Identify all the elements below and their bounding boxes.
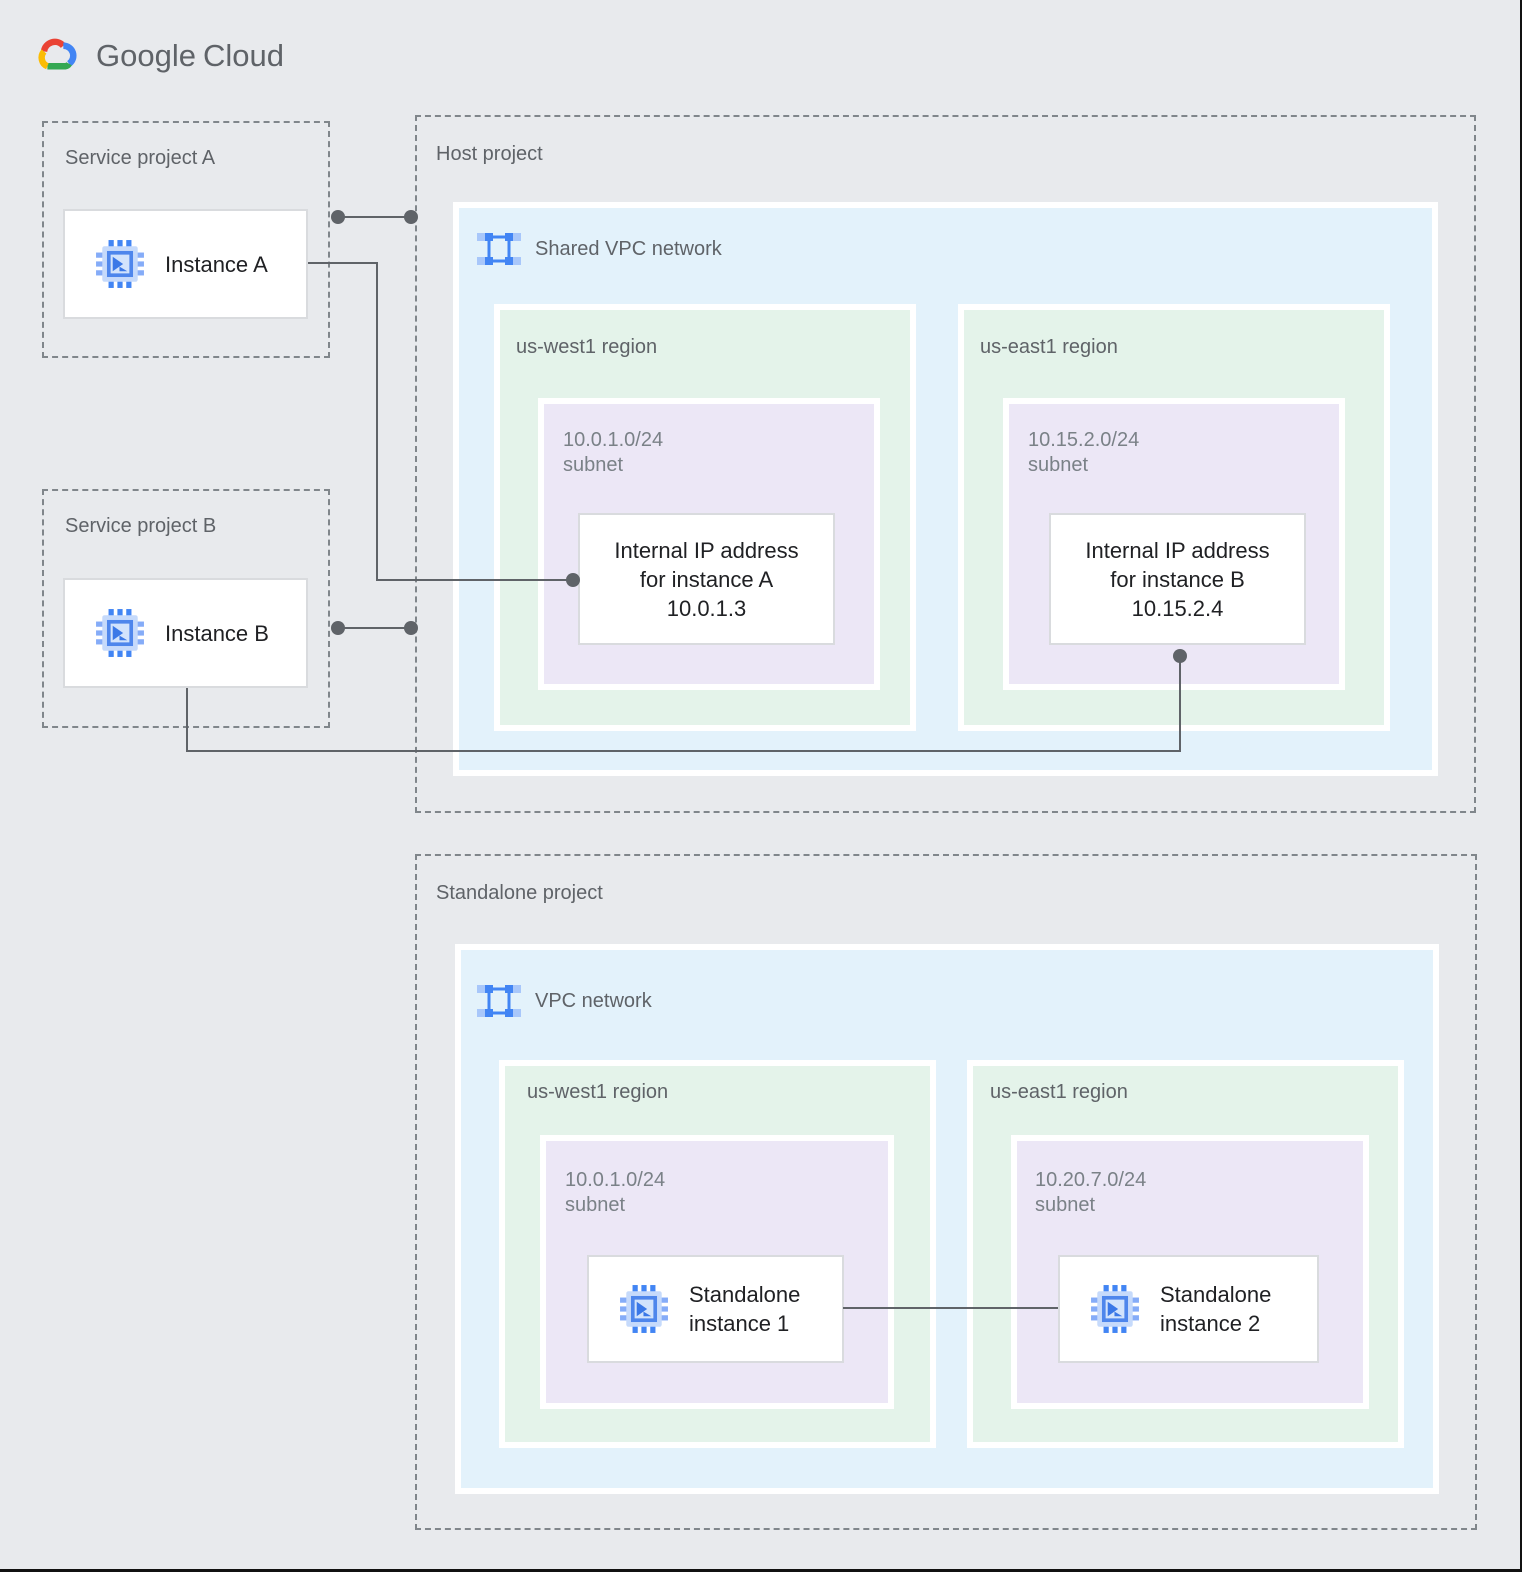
shared-vpc-network-label: Shared VPC network xyxy=(535,237,722,260)
ip-b-line2: for instance B xyxy=(1110,566,1245,592)
connector-instance-b-seg2 xyxy=(186,750,1181,752)
instance-b-card: Instance B xyxy=(63,578,308,688)
compute-instance-icon xyxy=(619,1284,669,1334)
compute-instance-icon xyxy=(1090,1284,1140,1334)
host-subnet-west-word: subnet xyxy=(563,454,624,476)
ip-a-line3: 10.0.1.3 xyxy=(666,595,747,621)
connector-dot xyxy=(331,210,345,224)
host-subnet-east-label: 10.15.2.0/24 subnet xyxy=(1028,428,1139,478)
standalone-instance-1-label: Standalone instance 1 xyxy=(689,1280,800,1338)
service-project-b-title: Service project B xyxy=(65,515,217,537)
connector-instance-a-seg2 xyxy=(376,262,378,581)
connector-dot xyxy=(331,621,345,635)
connector-instance-b-seg1 xyxy=(186,688,188,752)
standalone-instance-2-line2: instance 2 xyxy=(1160,1311,1261,1336)
host-subnet-east-word: subnet xyxy=(1028,454,1089,476)
host-subnet-east-cidr: 10.15.2.0/24 xyxy=(1028,429,1140,451)
connector-dot xyxy=(1173,649,1187,663)
compute-instance-icon xyxy=(95,608,145,658)
host-project-box xyxy=(415,115,1476,813)
standalone-subnet-east-cidr: 10.20.7.0/24 xyxy=(1035,1169,1147,1191)
standalone-instance-2-label: Standalone instance 2 xyxy=(1160,1280,1271,1338)
standalone-instance-1-card: Standalone instance 1 xyxy=(587,1255,844,1363)
connector-service-b-host xyxy=(332,627,412,629)
standalone-us-east1-region-label: us-east1 region xyxy=(990,1081,1128,1103)
host-subnet-west-cidr: 10.0.1.0/24 xyxy=(563,429,664,451)
vpc-network-icon xyxy=(477,980,521,1022)
connector-service-a-host xyxy=(332,216,412,218)
connector-dot xyxy=(404,621,418,635)
connector-instance-b-seg3 xyxy=(1179,656,1181,752)
connector-dot xyxy=(566,573,580,587)
instance-b-label: Instance B xyxy=(165,620,269,646)
service-project-a-title: Service project A xyxy=(65,147,216,169)
ip-b-line1: Internal IP address xyxy=(1085,537,1270,563)
standalone-subnet-west-cidr: 10.0.1.0/24 xyxy=(565,1169,666,1191)
internal-ip-instance-b-card: Internal IP address for instance B 10.15… xyxy=(1049,513,1306,645)
standalone-instance-2-line1: Standalone xyxy=(1160,1282,1272,1307)
instance-a-card: Instance A xyxy=(63,209,308,319)
internal-ip-instance-a-card: Internal IP address for instance A 10.0.… xyxy=(578,513,835,645)
logo-text-cloud: Cloud xyxy=(202,38,284,73)
connector-dot xyxy=(404,210,418,224)
standalone-instance-1-line2: instance 1 xyxy=(689,1311,790,1336)
connector-instance-a-seg1 xyxy=(308,262,378,264)
ip-a-line1: Internal IP address xyxy=(614,537,799,563)
standalone-project-box xyxy=(415,854,1477,1530)
vpc-network-header: VPC network xyxy=(477,980,652,1022)
shared-vpc-network-header: Shared VPC network xyxy=(477,228,722,270)
standalone-subnet-east-label: 10.20.7.0/24 subnet xyxy=(1035,1168,1146,1218)
logo-text-google: Google xyxy=(96,38,196,73)
standalone-instance-2-card: Standalone instance 2 xyxy=(1058,1255,1319,1363)
host-us-west1-region-label: us-west1 region xyxy=(516,336,658,358)
ip-a-line2: for instance A xyxy=(639,566,774,592)
connector-instance-a-seg3 xyxy=(376,579,574,581)
compute-instance-icon xyxy=(95,239,145,289)
ip-b-line3: 10.15.2.4 xyxy=(1131,595,1224,621)
standalone-subnet-east-word: subnet xyxy=(1035,1194,1096,1216)
vpc-network-label: VPC network xyxy=(535,989,652,1012)
standalone-us-west1-region-label: us-west1 region xyxy=(527,1081,669,1103)
host-project-title: Host project xyxy=(436,143,543,165)
google-cloud-icon xyxy=(33,36,83,76)
standalone-subnet-west-word: subnet xyxy=(565,1194,626,1216)
vpc-network-icon xyxy=(477,228,521,270)
instance-a-label: Instance A xyxy=(165,251,268,277)
host-subnet-west-label: 10.0.1.0/24 subnet xyxy=(563,428,663,478)
connector-standalone-instances xyxy=(843,1307,1058,1309)
standalone-project-title: Standalone project xyxy=(436,882,603,904)
standalone-instance-1-line1: Standalone xyxy=(689,1282,801,1307)
service-project-a-box xyxy=(42,121,330,358)
standalone-subnet-west-label: 10.0.1.0/24 subnet xyxy=(565,1168,665,1218)
host-us-east1-region-label: us-east1 region xyxy=(980,336,1118,358)
